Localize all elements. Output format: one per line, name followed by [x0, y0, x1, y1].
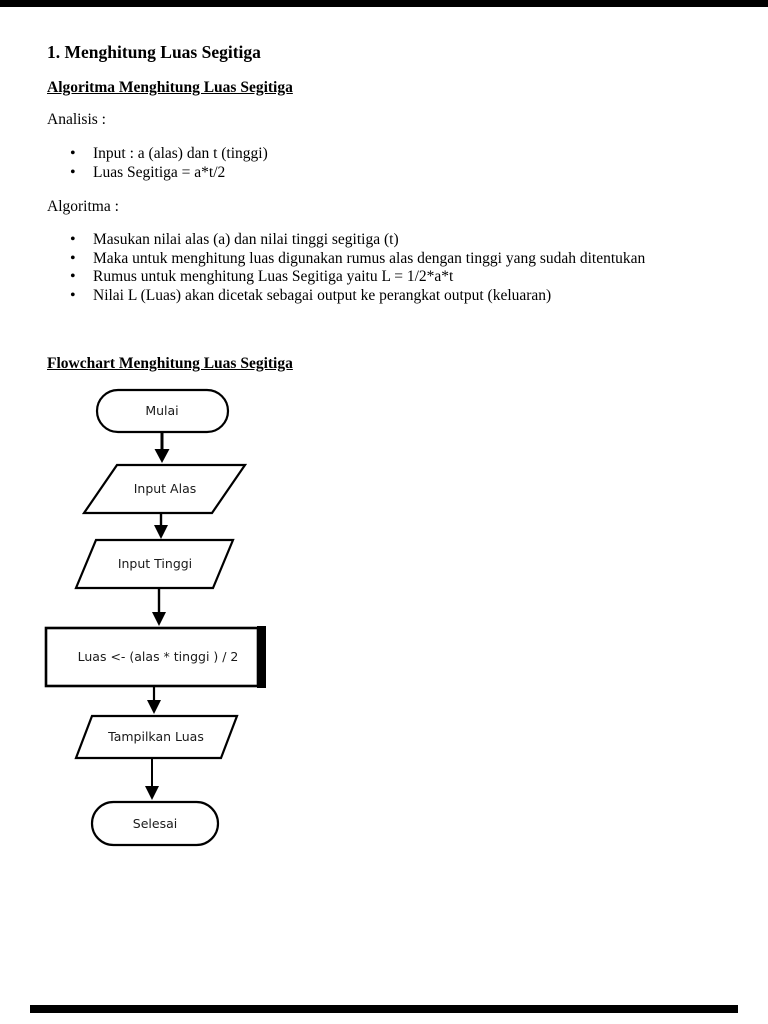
- list-item: Masukan nilai alas (a) dan nilai tinggi …: [47, 231, 645, 250]
- flowchart-io-input-tinggi: [74, 538, 235, 590]
- page-top-edge-bar: [0, 0, 768, 7]
- flowchart-diagram: Mulai Input Alas Input Tinggi Luas <- (a…: [44, 388, 266, 847]
- flowchart-label: Mulai: [145, 403, 178, 418]
- flowchart-label: Selesai: [133, 816, 177, 831]
- page-bottom-edge-bar: [30, 1005, 738, 1013]
- arrow-down-icon: [152, 588, 166, 626]
- process-box-shadow-bar: [257, 626, 266, 688]
- list-item: Rumus untuk menghitung Luas Segitiga yai…: [47, 268, 645, 287]
- page-title: 1. Menghitung Luas Segitiga: [47, 42, 261, 62]
- arrow-down-icon: [147, 686, 161, 714]
- flowchart-label: Input Alas: [134, 481, 197, 496]
- flowchart-terminator-selesai: [90, 800, 220, 847]
- section-heading-algoritma: Algoritma Menghitung Luas Segitiga: [47, 79, 293, 96]
- arrow-down-icon: [154, 513, 168, 539]
- flowchart-process-luas: [44, 626, 260, 688]
- analisis-label: Analisis :: [47, 111, 106, 128]
- arrow-down-icon: [154, 432, 170, 463]
- flowchart-label: Luas <- (alas * tinggi ) / 2: [78, 649, 239, 664]
- analysis-list: Input : a (alas) dan t (tinggi) Luas Seg…: [47, 145, 268, 182]
- section-heading-flowchart: Flowchart Menghitung Luas Segitiga: [47, 355, 293, 372]
- flowchart-io-input-alas: [81, 463, 248, 515]
- list-item: Input : a (alas) dan t (tinggi): [47, 145, 268, 164]
- arrow-down-icon: [145, 758, 159, 800]
- flowchart-io-tampilkan-luas: [74, 714, 239, 760]
- list-item: Maka untuk menghitung luas digunakan rum…: [47, 250, 645, 269]
- algoritma-label: Algoritma :: [47, 198, 119, 215]
- flowchart-label: Tampilkan Luas: [107, 729, 204, 744]
- list-item: Nilai L (Luas) akan dicetak sebagai outp…: [47, 287, 645, 306]
- algorithm-list: Masukan nilai alas (a) dan nilai tinggi …: [47, 231, 645, 306]
- list-item: Luas Segitiga = a*t/2: [47, 164, 268, 183]
- flowchart-label: Input Tinggi: [118, 556, 192, 571]
